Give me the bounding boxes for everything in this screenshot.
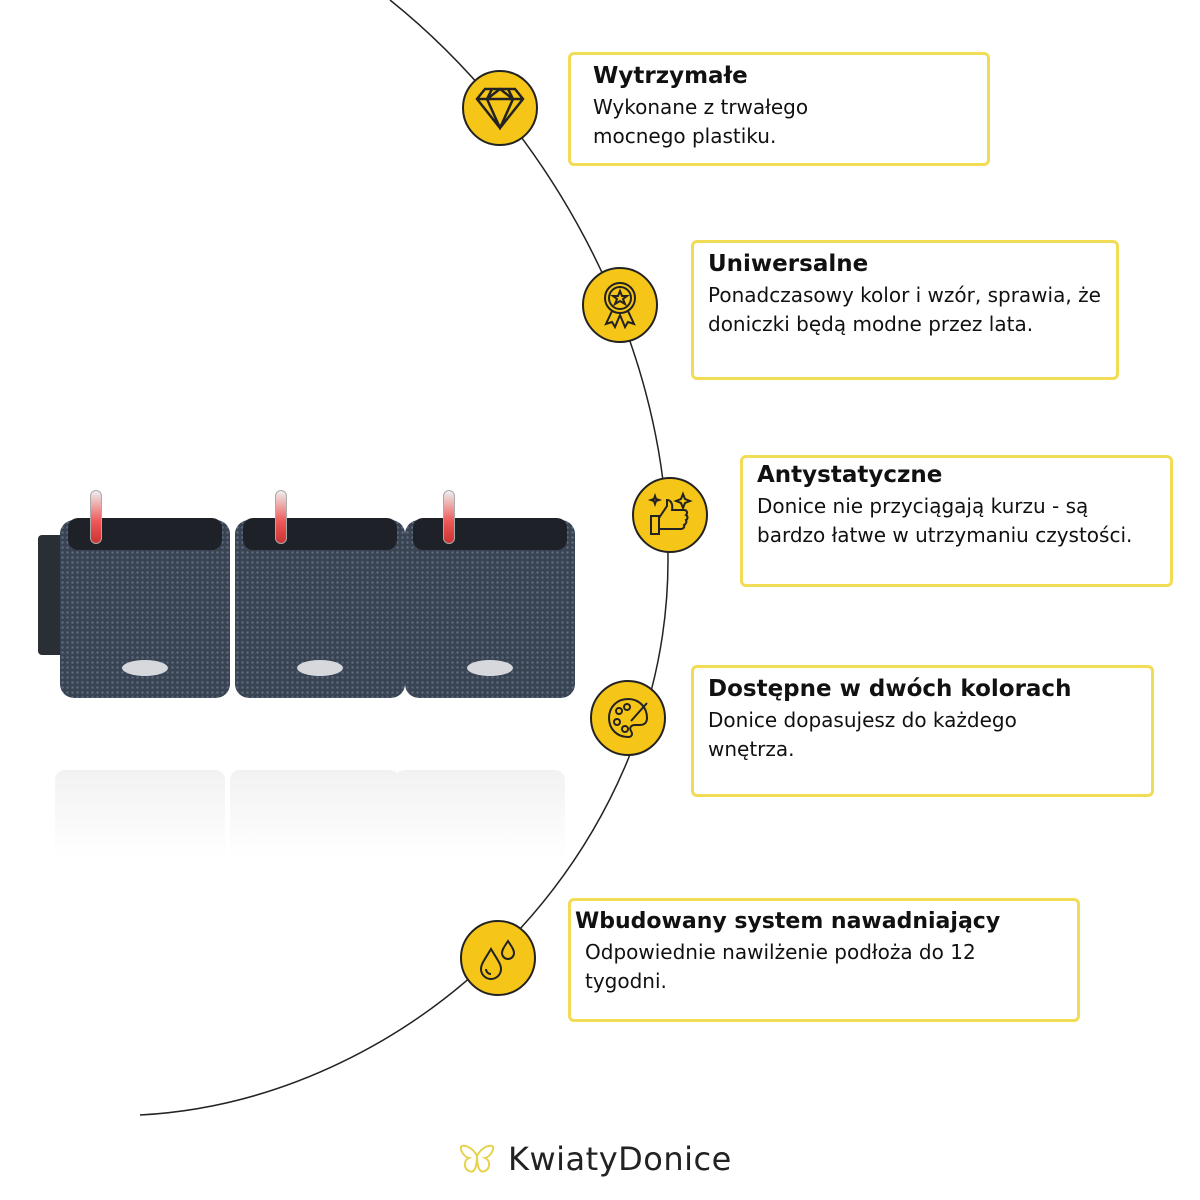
feature-text: Wykonane z trwałego mocnego plastiku.: [593, 95, 809, 148]
feature-text: Donice dopasujesz do każdego wnętrza.: [708, 708, 1017, 761]
feature-text: Odpowiednie nawilżenie podłoża do 12 tyg…: [585, 940, 976, 993]
thumbs-up-sparkle-icon: [632, 477, 708, 553]
feature-card: Wbudowany system nawadniający Odpowiedni…: [568, 898, 1080, 1022]
feature-title: Dostępne w dwóch kolorach: [708, 676, 1072, 702]
brand-logo: KwiatyDonice: [458, 1140, 732, 1178]
feature-card: Antystatyczne Donice nie przyciągają kur…: [740, 455, 1173, 587]
butterfly-icon: [459, 1144, 495, 1173]
feature-title: Uniwersalne: [708, 251, 869, 277]
palette-icon: [590, 680, 666, 756]
feature-title: Wbudowany system nawadniający: [575, 909, 1001, 934]
water-drops-icon: [460, 920, 536, 996]
brand-name: KwiatyDonice: [508, 1140, 732, 1178]
feature-text: Donice nie przyciągają kurzu - są bardzo…: [757, 494, 1133, 547]
diamond-icon: [462, 70, 538, 146]
feature-title: Wytrzymałe: [593, 63, 748, 89]
feature-card: Wytrzymałe Wykonane z trwałego mocnego p…: [568, 52, 990, 166]
feature-title: Antystatyczne: [757, 462, 943, 488]
feature-card: Dostępne w dwóch kolorach Donice dopasuj…: [691, 665, 1154, 797]
award-ribbon-icon: [582, 267, 658, 343]
feature-card: Uniwersalne Ponadczasowy kolor i wzór, s…: [691, 240, 1119, 380]
feature-text: Ponadczasowy kolor i wzór, sprawia, że d…: [708, 283, 1101, 336]
